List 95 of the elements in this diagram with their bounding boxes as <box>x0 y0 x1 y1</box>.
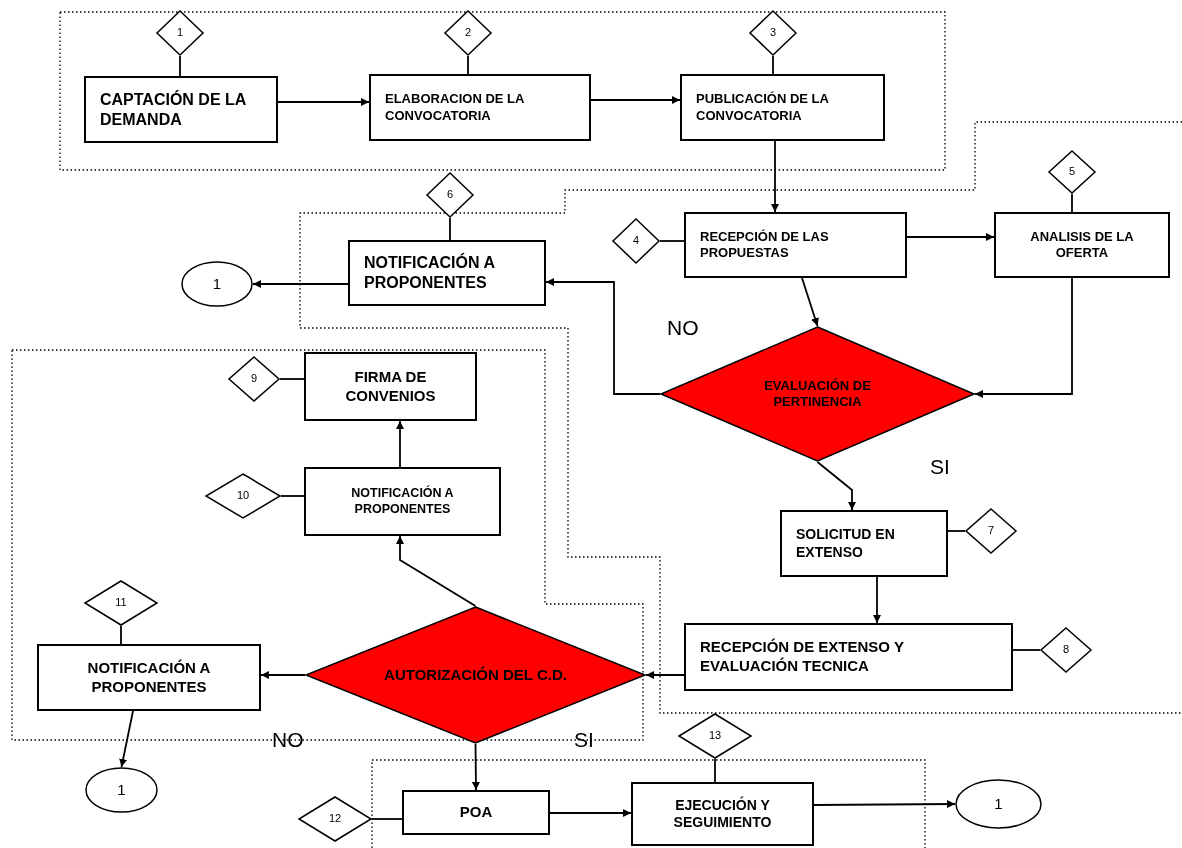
step-number: 9 <box>250 372 258 386</box>
step-number-diamond <box>426 172 474 218</box>
step-number: 1 <box>994 794 1003 814</box>
branch-label: SI <box>574 728 594 752</box>
arrow <box>549 809 632 817</box>
process-box <box>348 240 546 306</box>
process-box <box>304 352 477 421</box>
branch-label: SI <box>930 455 950 479</box>
step-number: 11 <box>115 596 127 610</box>
step-label: NOTIFICACIÓN A PROPONENTES <box>364 253 496 293</box>
process-box <box>680 74 885 141</box>
arrow <box>906 233 995 241</box>
process-box <box>631 782 814 846</box>
process-box <box>684 212 907 278</box>
connector-line <box>371 818 403 820</box>
step-label: CAPTACIÓN DE LA DEMANDA <box>100 89 247 130</box>
step-number: 4 <box>632 234 640 248</box>
connector-oval <box>955 779 1042 829</box>
process-box <box>684 623 1013 691</box>
step-number-diamond <box>678 713 752 759</box>
step-label: RECEPCIÓN DE EXTENSO Y EVALUACIÓN TECNICA <box>700 638 905 676</box>
connector-line <box>659 240 685 242</box>
step-label: EJECUCIÓN Y SEGUIMIENTO <box>672 796 773 832</box>
arrow <box>645 671 685 679</box>
step-number-diamond <box>1048 150 1096 194</box>
connector-line <box>1012 649 1041 651</box>
arrow <box>801 277 819 327</box>
step-number: 10 <box>236 489 250 503</box>
connector-line <box>1071 193 1073 213</box>
arrow <box>590 96 681 104</box>
process-box <box>369 74 591 141</box>
step-number: 1 <box>176 26 184 40</box>
step-label: ANALISIS DE LA OFERTA <box>1029 228 1135 262</box>
arrow <box>974 277 1073 398</box>
step-number: 1 <box>212 274 222 294</box>
process-box <box>304 467 501 536</box>
step-label: NOTIFICACIÓN A PROPONENTES <box>350 485 455 518</box>
arrow <box>771 140 779 213</box>
arrow <box>252 280 349 288</box>
step-number: 2 <box>464 26 472 40</box>
step-number: 7 <box>987 524 995 538</box>
step-label: NOTIFICACIÓN A PROPONENTES <box>86 658 212 697</box>
step-number: 12 <box>328 812 342 826</box>
arrow <box>277 98 370 106</box>
connector-line <box>449 217 451 241</box>
step-label: ELABORACION DE LA CONVOCATORIA <box>385 91 525 124</box>
step-number-diamond <box>612 218 660 264</box>
step-number-diamond <box>444 10 492 56</box>
connector-line <box>467 55 469 75</box>
process-box <box>994 212 1170 278</box>
step-number: 6 <box>446 188 454 202</box>
branch-label: NO <box>272 728 304 752</box>
step-number: 5 <box>1068 165 1076 179</box>
connector-line <box>279 378 305 380</box>
step-label: FIRMA DE CONVENIOS <box>344 367 437 406</box>
step-number: 8 <box>1062 643 1070 657</box>
step-label: POA <box>459 803 493 822</box>
connector-line <box>947 530 966 532</box>
step-number-diamond <box>228 356 280 402</box>
process-box <box>37 644 261 711</box>
connector-line <box>280 495 305 497</box>
step-label: SOLICITUD EN EXTENSO <box>796 526 896 561</box>
step-number: 13 <box>708 729 722 743</box>
arrow <box>119 710 134 768</box>
connector-line <box>772 55 774 75</box>
connector-line <box>179 55 181 77</box>
arrow <box>813 800 956 809</box>
step-label: EVALUACIÓN DE PERTINENCIA <box>763 377 872 411</box>
process-box <box>780 510 948 577</box>
step-number-diamond <box>298 796 372 842</box>
step-label: RECEPCIÓN DE LAS PROPUESTAS <box>700 228 830 262</box>
step-number-diamond <box>965 508 1017 554</box>
step-label: PUBLICACIÓN DE LA CONVOCATORIA <box>696 91 830 124</box>
step-number-diamond <box>84 580 158 626</box>
arrow <box>396 535 477 607</box>
step-number-diamond <box>749 10 797 56</box>
step-number: 3 <box>769 26 777 40</box>
arrow <box>873 576 881 624</box>
arrow <box>545 278 661 395</box>
step-label: AUTORIZACIÓN DEL C.D. <box>384 665 567 685</box>
step-number-diamond <box>156 10 204 56</box>
arrow <box>816 461 856 511</box>
step-number-diamond <box>1040 627 1092 673</box>
arrow <box>260 671 306 679</box>
branch-label: NO <box>667 316 699 340</box>
step-number-diamond <box>205 473 281 519</box>
arrow <box>396 420 404 468</box>
connector-line <box>714 758 716 783</box>
step-number: 1 <box>117 780 126 800</box>
arrow <box>471 743 480 791</box>
process-box <box>84 76 278 143</box>
connector-oval <box>181 261 253 307</box>
process-box <box>402 790 550 835</box>
connector-line <box>120 625 122 645</box>
connector-oval <box>85 767 158 813</box>
